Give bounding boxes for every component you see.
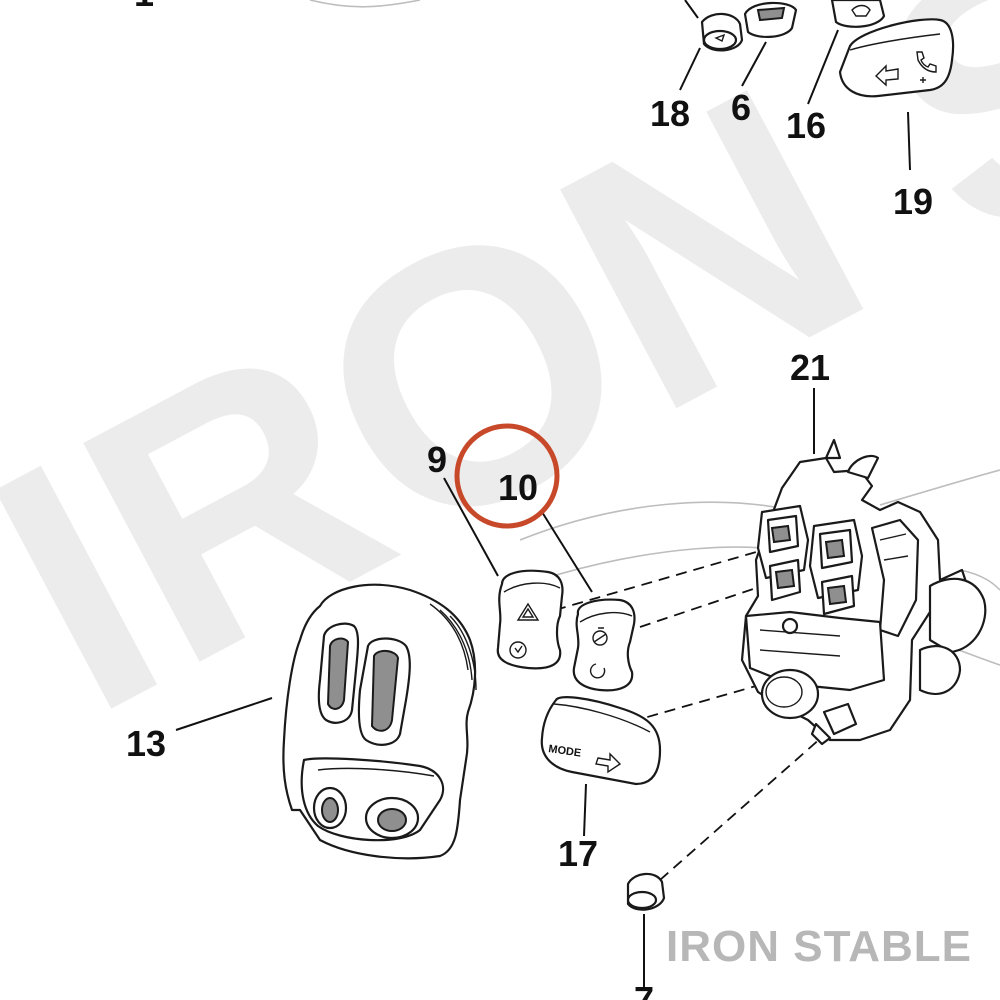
part-6-rocker[interactable] bbox=[743, 1, 798, 38]
arrow-right-icon bbox=[595, 752, 622, 774]
part-17-mode-switch[interactable]: MODE bbox=[540, 696, 662, 786]
callout-16: 16 bbox=[786, 105, 826, 146]
part-21-switch-housing[interactable] bbox=[740, 438, 987, 746]
callout-10: 10 bbox=[498, 467, 538, 508]
part-16-button[interactable] bbox=[830, 0, 886, 28]
assembly-lines bbox=[554, 547, 831, 881]
cruise-control-icon bbox=[509, 641, 527, 659]
cruise-control-icon bbox=[592, 627, 608, 646]
part-18-cap[interactable] bbox=[700, 12, 744, 52]
housing-switch-pocket-right bbox=[808, 518, 864, 616]
callout-7: 7 bbox=[634, 979, 654, 1000]
mode-label: MODE bbox=[548, 743, 582, 759]
callout-top-partial: 1 bbox=[134, 0, 154, 14]
callout-13: 13 bbox=[126, 723, 166, 764]
part-13-housing-cover[interactable] bbox=[282, 583, 477, 860]
brand-watermark: IRON STABLE bbox=[666, 922, 972, 971]
part-7-end-cap[interactable] bbox=[626, 872, 666, 911]
phone-icon bbox=[916, 51, 937, 83]
part-19-switch-cap[interactable] bbox=[838, 18, 955, 98]
leader-lines bbox=[175, 0, 911, 990]
callout-19: 19 bbox=[893, 181, 933, 222]
highlight-circle bbox=[454, 423, 560, 529]
callout-9: 9 bbox=[427, 439, 447, 480]
callout-17: 17 bbox=[558, 833, 598, 874]
callout-numbers: 1 18 6 16 19 21 9 10 13 17 7 bbox=[126, 0, 933, 1000]
callout-21: 21 bbox=[790, 347, 830, 388]
power-icon bbox=[589, 663, 606, 679]
callout-6: 6 bbox=[731, 87, 751, 128]
part-10-switch-cap[interactable] bbox=[572, 598, 636, 692]
part-9-switch-cap[interactable] bbox=[496, 569, 564, 670]
arrow-left-icon bbox=[874, 64, 899, 87]
housing-switch-pocket-left bbox=[756, 504, 810, 602]
callout-18: 18 bbox=[650, 93, 690, 134]
hazard-triangle-icon bbox=[516, 602, 540, 621]
